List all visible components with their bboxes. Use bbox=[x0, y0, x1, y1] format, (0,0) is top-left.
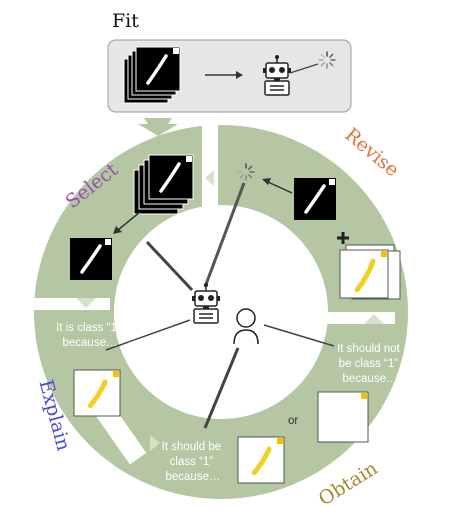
obtain-not-caption: It should not be class “1” because… bbox=[337, 343, 403, 385]
plus-icon bbox=[337, 232, 349, 244]
revise-digit-image bbox=[292, 176, 338, 222]
explain-explanation-image bbox=[74, 370, 120, 416]
training-image-stack bbox=[123, 46, 181, 104]
robot-to-explain-line bbox=[105, 319, 191, 351]
explanation-image-stack bbox=[339, 244, 401, 300]
user-to-obtain-not-line bbox=[263, 324, 335, 347]
empty-explanation-image bbox=[317, 391, 369, 443]
user-to-obtain-should-line bbox=[203, 347, 240, 429]
fit-arrow bbox=[205, 71, 243, 79]
stage-label-fit: Fit bbox=[112, 10, 139, 32]
or-connector: or bbox=[288, 415, 298, 427]
obtain-to-revise-chevron bbox=[364, 314, 384, 324]
select-arrow bbox=[113, 211, 141, 234]
explain-to-obtain-chevron bbox=[150, 435, 160, 451]
robot-to-revise-line bbox=[203, 182, 246, 288]
robot-to-select-line bbox=[145, 240, 194, 292]
stage-label-revise: Revise bbox=[341, 124, 404, 182]
revise-arrow bbox=[262, 178, 293, 194]
obtain-should-caption: It should be class “1” because… bbox=[162, 441, 225, 483]
selected-digit-image bbox=[68, 236, 114, 282]
candidate-image-stack bbox=[133, 154, 194, 215]
fit-to-select-arrow bbox=[138, 118, 178, 136]
obtain-explanation-image bbox=[238, 437, 284, 483]
select-to-revise-chevron bbox=[205, 170, 214, 186]
user-icon bbox=[233, 308, 259, 345]
select-to-explain-chevron bbox=[76, 298, 96, 308]
robot-pointer-line bbox=[289, 63, 319, 74]
explain-caption: It is class “1” because… bbox=[56, 322, 124, 349]
